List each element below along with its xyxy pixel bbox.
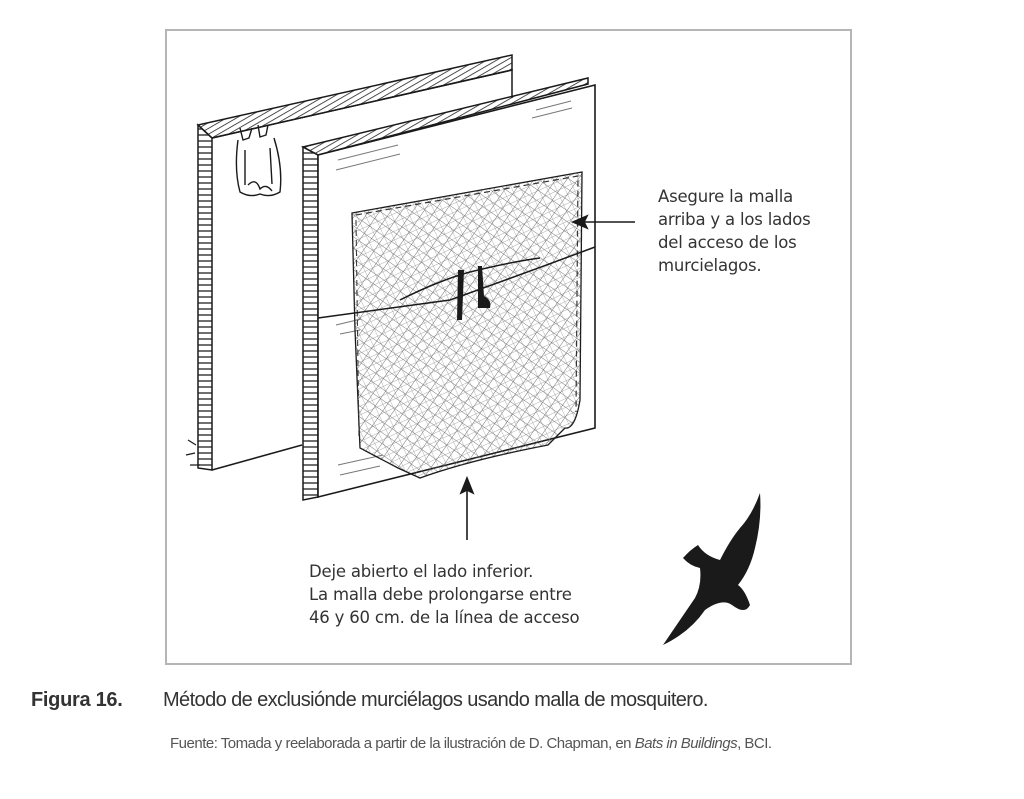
source-suffix: , BCI. bbox=[737, 735, 772, 752]
bottom-annotation-line: La malla debe prolongarse entre bbox=[309, 585, 572, 604]
figure-source: Fuente: Tomada y reelaborada a partir de… bbox=[170, 735, 772, 752]
figure-caption-text: Método de exclusiónde murciélagos usando… bbox=[163, 689, 708, 711]
source-title: Bats in Buildings bbox=[634, 735, 738, 752]
access-line bbox=[317, 246, 596, 319]
arrow-left bbox=[570, 214, 635, 230]
flying-bat bbox=[663, 493, 761, 645]
mosquito-net bbox=[351, 171, 583, 479]
figure-caption: Figura 16. Método de exclusiónde murciéla… bbox=[31, 689, 708, 712]
top-annotation-line: arriba y a los lados bbox=[658, 210, 811, 229]
bottom-annotation-line: Deje abierto el lado inferior. bbox=[309, 562, 534, 581]
back-wall-panel bbox=[185, 54, 513, 471]
arrow-up bbox=[459, 475, 475, 540]
bottom-annotation-line: 46 y 60 cm. de la línea de acceso bbox=[309, 608, 580, 627]
figure-number: Figura 16. bbox=[31, 689, 123, 711]
bottom-annotation: Deje abierto el lado inferior. La malla … bbox=[309, 560, 580, 629]
top-annotation-line: Asegure la malla bbox=[658, 187, 793, 206]
top-annotation: Asegure la malla arriba y a los lados de… bbox=[658, 185, 811, 277]
top-annotation-line: del acceso de los bbox=[658, 233, 797, 252]
bat-under-net bbox=[457, 266, 491, 320]
top-annotation-line: murcielagos. bbox=[658, 256, 762, 275]
hanging-bat bbox=[235, 124, 282, 197]
source-prefix: Fuente: Tomada y reelaborada a partir de… bbox=[170, 735, 635, 752]
